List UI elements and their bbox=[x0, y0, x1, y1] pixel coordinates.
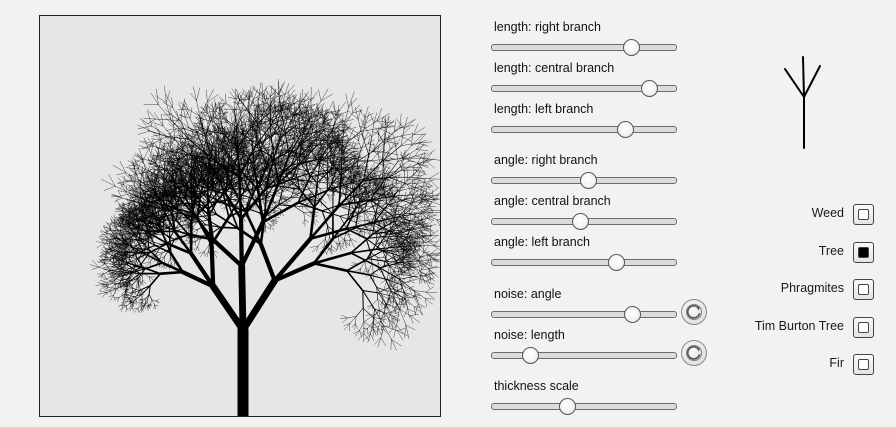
preset-checkbox[interactable] bbox=[853, 279, 874, 300]
reset-icon bbox=[685, 344, 703, 362]
slider-label: angle: left branch bbox=[494, 235, 590, 249]
slider-track[interactable] bbox=[491, 403, 677, 410]
preset-checkbox[interactable] bbox=[853, 317, 874, 338]
preset-label: Phragmites bbox=[780, 281, 844, 295]
slider[interactable] bbox=[491, 306, 677, 323]
checkbox-mark bbox=[858, 209, 869, 220]
preset-label: Tree bbox=[818, 244, 844, 258]
preset-checkbox[interactable] bbox=[853, 354, 874, 375]
slider-track[interactable] bbox=[491, 259, 677, 266]
slider-thumb[interactable] bbox=[641, 80, 659, 97]
slider-track[interactable] bbox=[491, 85, 677, 92]
checkbox-mark bbox=[858, 322, 869, 333]
preset-checkbox[interactable] bbox=[853, 204, 874, 225]
slider-label: angle: central branch bbox=[494, 194, 611, 208]
slider-thumb[interactable] bbox=[522, 347, 540, 364]
reset-noise-button[interactable] bbox=[681, 299, 707, 325]
slider-track[interactable] bbox=[491, 311, 677, 318]
slider-thumb[interactable] bbox=[624, 306, 642, 323]
slider[interactable] bbox=[491, 121, 677, 138]
slider-label: thickness scale bbox=[494, 379, 579, 393]
preset-label: Weed bbox=[811, 206, 844, 220]
slider-thumb[interactable] bbox=[559, 398, 577, 415]
preset-label: Tim Burton Tree bbox=[754, 319, 844, 333]
slider[interactable] bbox=[491, 39, 677, 56]
slider-thumb[interactable] bbox=[622, 39, 640, 56]
slider-label: length: right branch bbox=[494, 20, 602, 34]
slider[interactable] bbox=[491, 213, 677, 230]
slider[interactable] bbox=[491, 254, 677, 271]
preset-label: Fir bbox=[829, 356, 844, 370]
slider-thumb[interactable] bbox=[607, 254, 625, 271]
slider-thumb[interactable] bbox=[579, 172, 597, 189]
slider[interactable] bbox=[491, 347, 677, 364]
branch-preview-icon bbox=[784, 56, 821, 149]
checkbox-mark bbox=[858, 359, 869, 370]
slider[interactable] bbox=[491, 80, 677, 97]
slider-track[interactable] bbox=[491, 44, 677, 51]
tree-canvas bbox=[39, 15, 441, 417]
slider-label: length: left branch bbox=[494, 102, 594, 116]
preset-checkbox[interactable] bbox=[853, 242, 874, 263]
checkbox-mark bbox=[858, 247, 869, 258]
slider-track[interactable] bbox=[491, 352, 677, 359]
reset-icon bbox=[685, 303, 703, 321]
slider-track[interactable] bbox=[491, 126, 677, 133]
slider-thumb[interactable] bbox=[572, 213, 590, 230]
reset-noise-button[interactable] bbox=[681, 340, 707, 366]
checkbox-mark bbox=[858, 284, 869, 295]
slider-label: angle: right branch bbox=[494, 153, 598, 167]
slider[interactable] bbox=[491, 398, 677, 415]
slider[interactable] bbox=[491, 172, 677, 189]
slider-label: length: central branch bbox=[494, 61, 615, 75]
fractal-tree bbox=[89, 79, 440, 416]
slider-label: noise: angle bbox=[494, 287, 562, 301]
slider-label: noise: length bbox=[494, 328, 565, 342]
slider-thumb[interactable] bbox=[616, 121, 634, 138]
